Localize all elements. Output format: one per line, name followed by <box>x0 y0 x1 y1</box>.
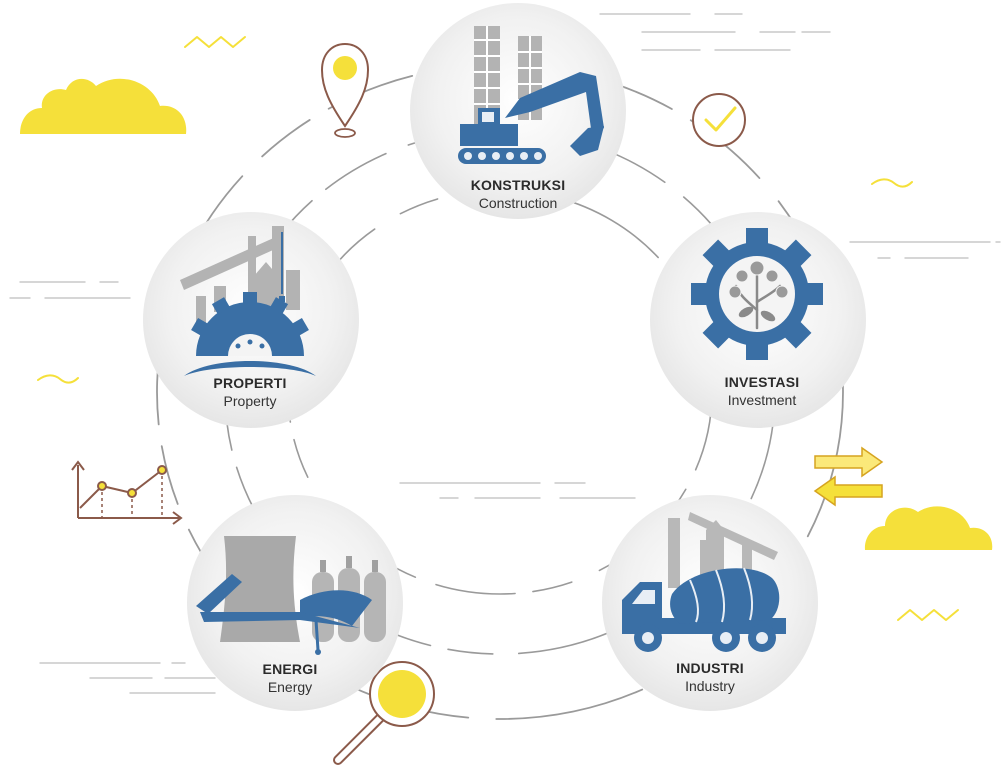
node-investasi-code: INVESTASI <box>724 374 800 390</box>
excavator-icon <box>458 26 604 164</box>
node-konstruksi-english: Construction <box>478 195 558 211</box>
exchange-arrows-icon <box>813 446 884 507</box>
node-energi-english: Energy <box>267 679 313 695</box>
node-energi-code: ENERGI <box>262 661 318 677</box>
decorative-lines <box>9 13 1001 694</box>
node-industri-code: INDUSTRI <box>676 660 744 676</box>
cloud-left <box>20 78 187 134</box>
zigzag-decorations <box>37 36 959 621</box>
node-industri-english: Industry <box>685 678 735 694</box>
power-plant-icon <box>196 536 386 655</box>
node-properti-english: Property <box>223 393 277 409</box>
node-properti: PROPERTI Property <box>160 375 340 409</box>
node-energi: ENERGI Energy <box>200 661 380 695</box>
map-pin-icon <box>320 42 370 138</box>
node-investasi-english: Investment <box>727 392 797 408</box>
node-konstruksi: KONSTRUKSI Construction <box>428 177 608 211</box>
node-properti-code: PROPERTI <box>213 375 287 391</box>
gear-money-tree-icon <box>691 228 823 360</box>
checkmark-icon <box>692 93 746 147</box>
line-chart-icon <box>71 460 183 525</box>
node-konstruksi-code: KONSTRUKSI <box>470 177 566 193</box>
cloud-right <box>864 506 993 550</box>
node-investasi: INVESTASI Investment <box>672 374 852 408</box>
cement-mixer-truck-icon <box>622 512 786 652</box>
gear-city-icon <box>180 226 316 376</box>
node-industri: INDUSTRI Industry <box>620 660 800 694</box>
magnifier-icon <box>333 661 435 765</box>
